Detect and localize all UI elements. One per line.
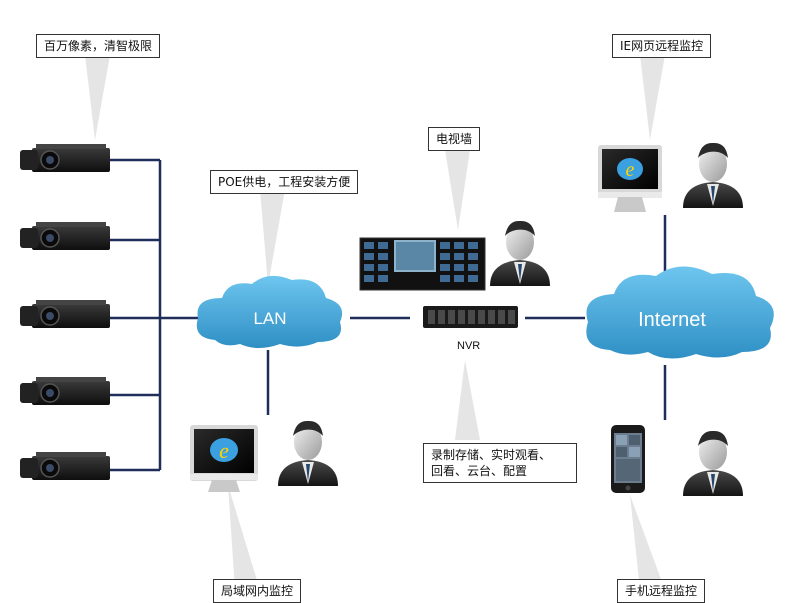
megapixel-label: 百万像素，清智极限 <box>36 34 161 58</box>
camera-icon <box>19 451 111 481</box>
mobile-phone-icon <box>611 425 645 493</box>
connection-lines <box>110 158 667 472</box>
lan-user-avatar <box>278 420 338 486</box>
nvr-label: NVR <box>457 340 481 352</box>
operator-avatar <box>490 220 550 286</box>
nvr-functions-label: 录制存储、实时观看、 回看、云台、配置 <box>423 443 577 483</box>
nvr-functions-line2: 回看、云台、配置 <box>431 464 528 478</box>
mobile-user-avatar <box>683 430 743 496</box>
lan-cloud: LAN <box>196 275 343 348</box>
ie-user-avatar <box>683 142 743 208</box>
camera-icon <box>19 221 111 251</box>
callout-pointers <box>85 55 665 590</box>
ie-remote-label: IE网页远程监控 <box>612 34 712 58</box>
ie-computer-icon: e <box>598 145 662 212</box>
mobile-remote-label: 手机远程监控 <box>617 579 706 603</box>
lan-computer-icon: e <box>190 425 258 492</box>
nvr-functions-line1: 录制存储、实时观看、 <box>431 448 552 462</box>
video-wall-label: 电视墙 <box>428 127 481 151</box>
svg-text:e: e <box>219 438 229 463</box>
lan-label: LAN <box>253 309 286 328</box>
camera-icon <box>19 299 111 329</box>
camera-icon <box>19 376 111 406</box>
lan-monitor-label: 局域网内监控 <box>213 579 302 603</box>
poe-label: POE供电，工程安装方便 <box>210 170 359 194</box>
internet-cloud: Internet <box>586 266 774 359</box>
video-wall-icon <box>359 237 486 291</box>
nvr-device-icon <box>423 306 518 328</box>
ip-cameras <box>19 143 111 481</box>
camera-icon <box>19 143 111 173</box>
svg-text:e: e <box>626 159 635 181</box>
internet-label: Internet <box>638 309 706 331</box>
